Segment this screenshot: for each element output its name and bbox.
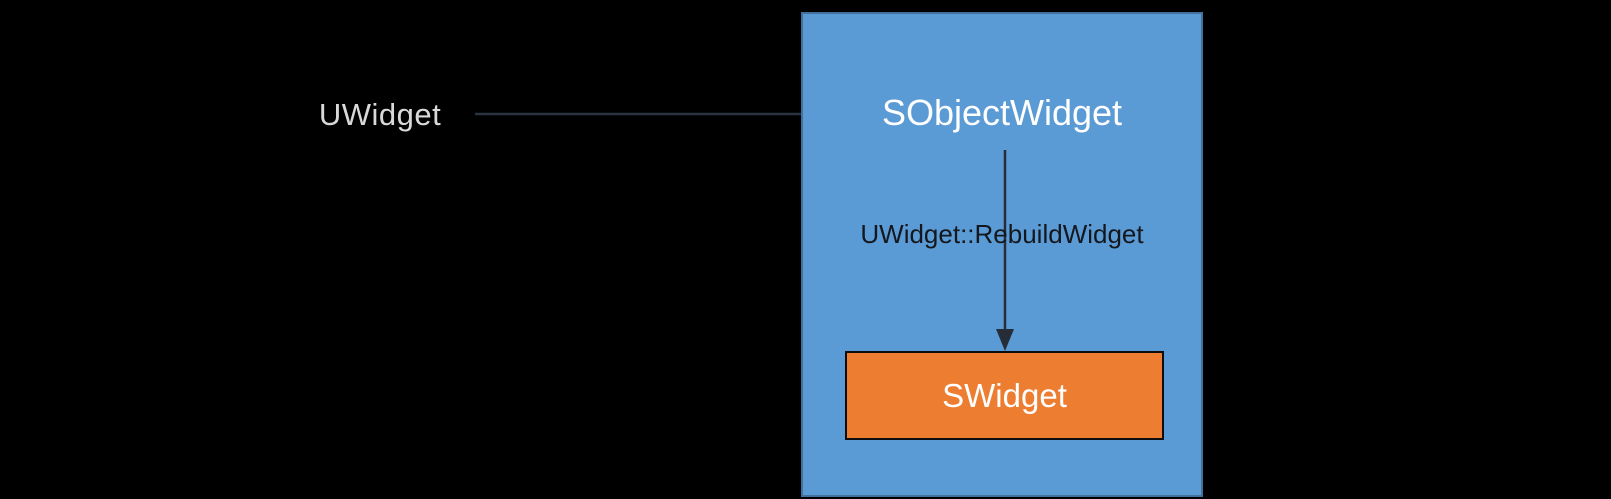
rebuildwidget-method-label: UWidget::RebuildWidget — [860, 219, 1144, 249]
sobjectwidget-node-label: SObjectWidget — [881, 92, 1123, 133]
swidget-node: SWidget — [845, 351, 1164, 440]
arrowhead-down-icon — [996, 329, 1014, 351]
swidget-node-label: SWidget — [942, 376, 1067, 414]
sobjectwidget-container: SObjectWidget UWidget::RebuildWidget SWi… — [801, 12, 1203, 497]
uwidget-node-label: UWidget — [318, 97, 442, 132]
sobjectwidget-to-swidget-arrow — [996, 150, 1014, 351]
